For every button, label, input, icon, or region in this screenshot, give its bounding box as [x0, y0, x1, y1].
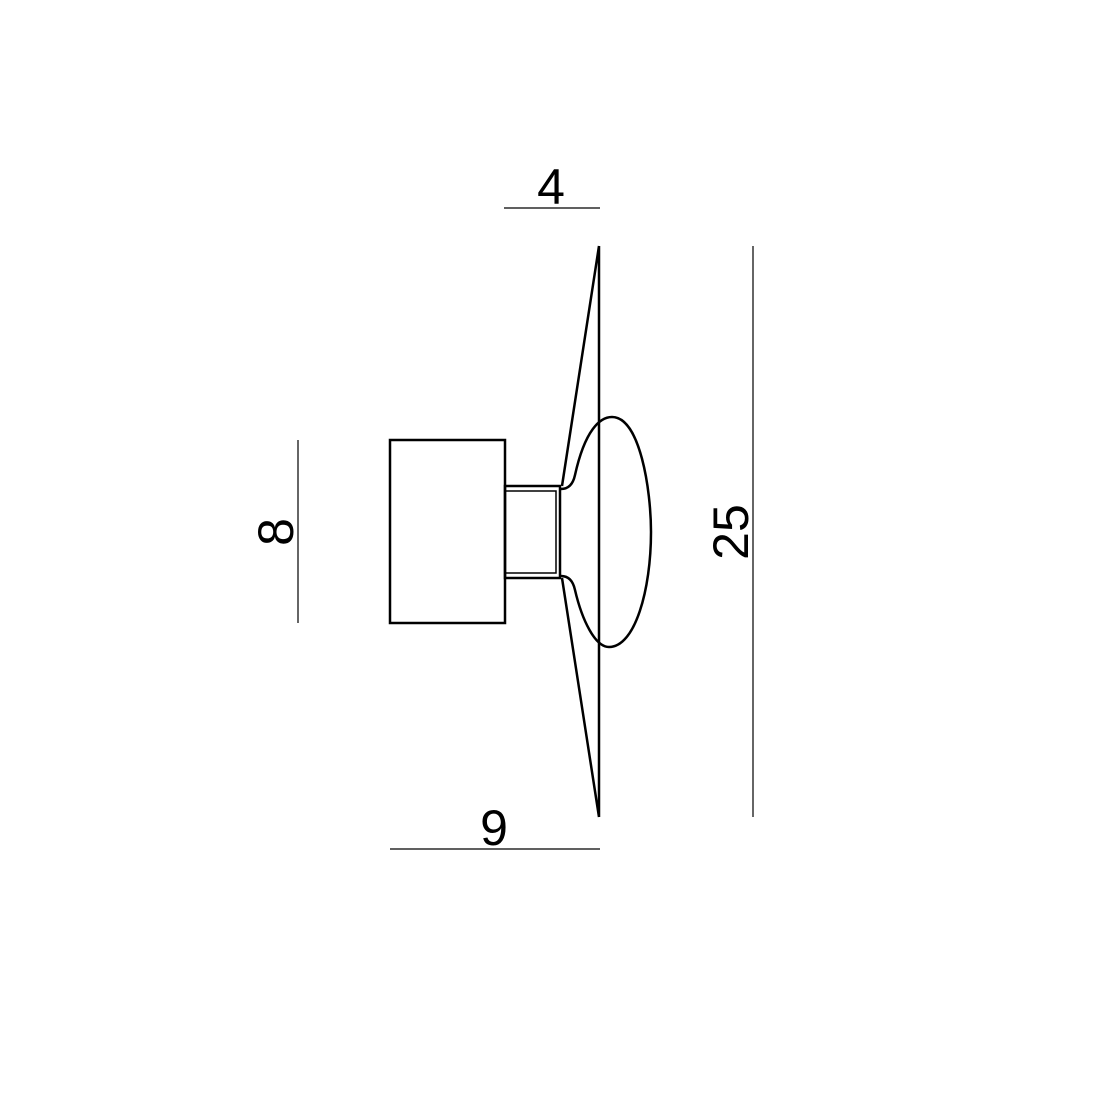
mounting-box	[388, 438, 507, 625]
diffuser-bulb	[560, 415, 653, 649]
connector-outer	[503, 484, 562, 580]
dimension-label-right: 25	[703, 504, 759, 560]
dimension-label-top: 4	[537, 159, 565, 215]
dimension-label-left: 8	[248, 518, 304, 546]
connector-inner	[504, 490, 557, 574]
disc-plate	[560, 245, 601, 818]
dimension-label-bottom: 9	[480, 800, 508, 856]
